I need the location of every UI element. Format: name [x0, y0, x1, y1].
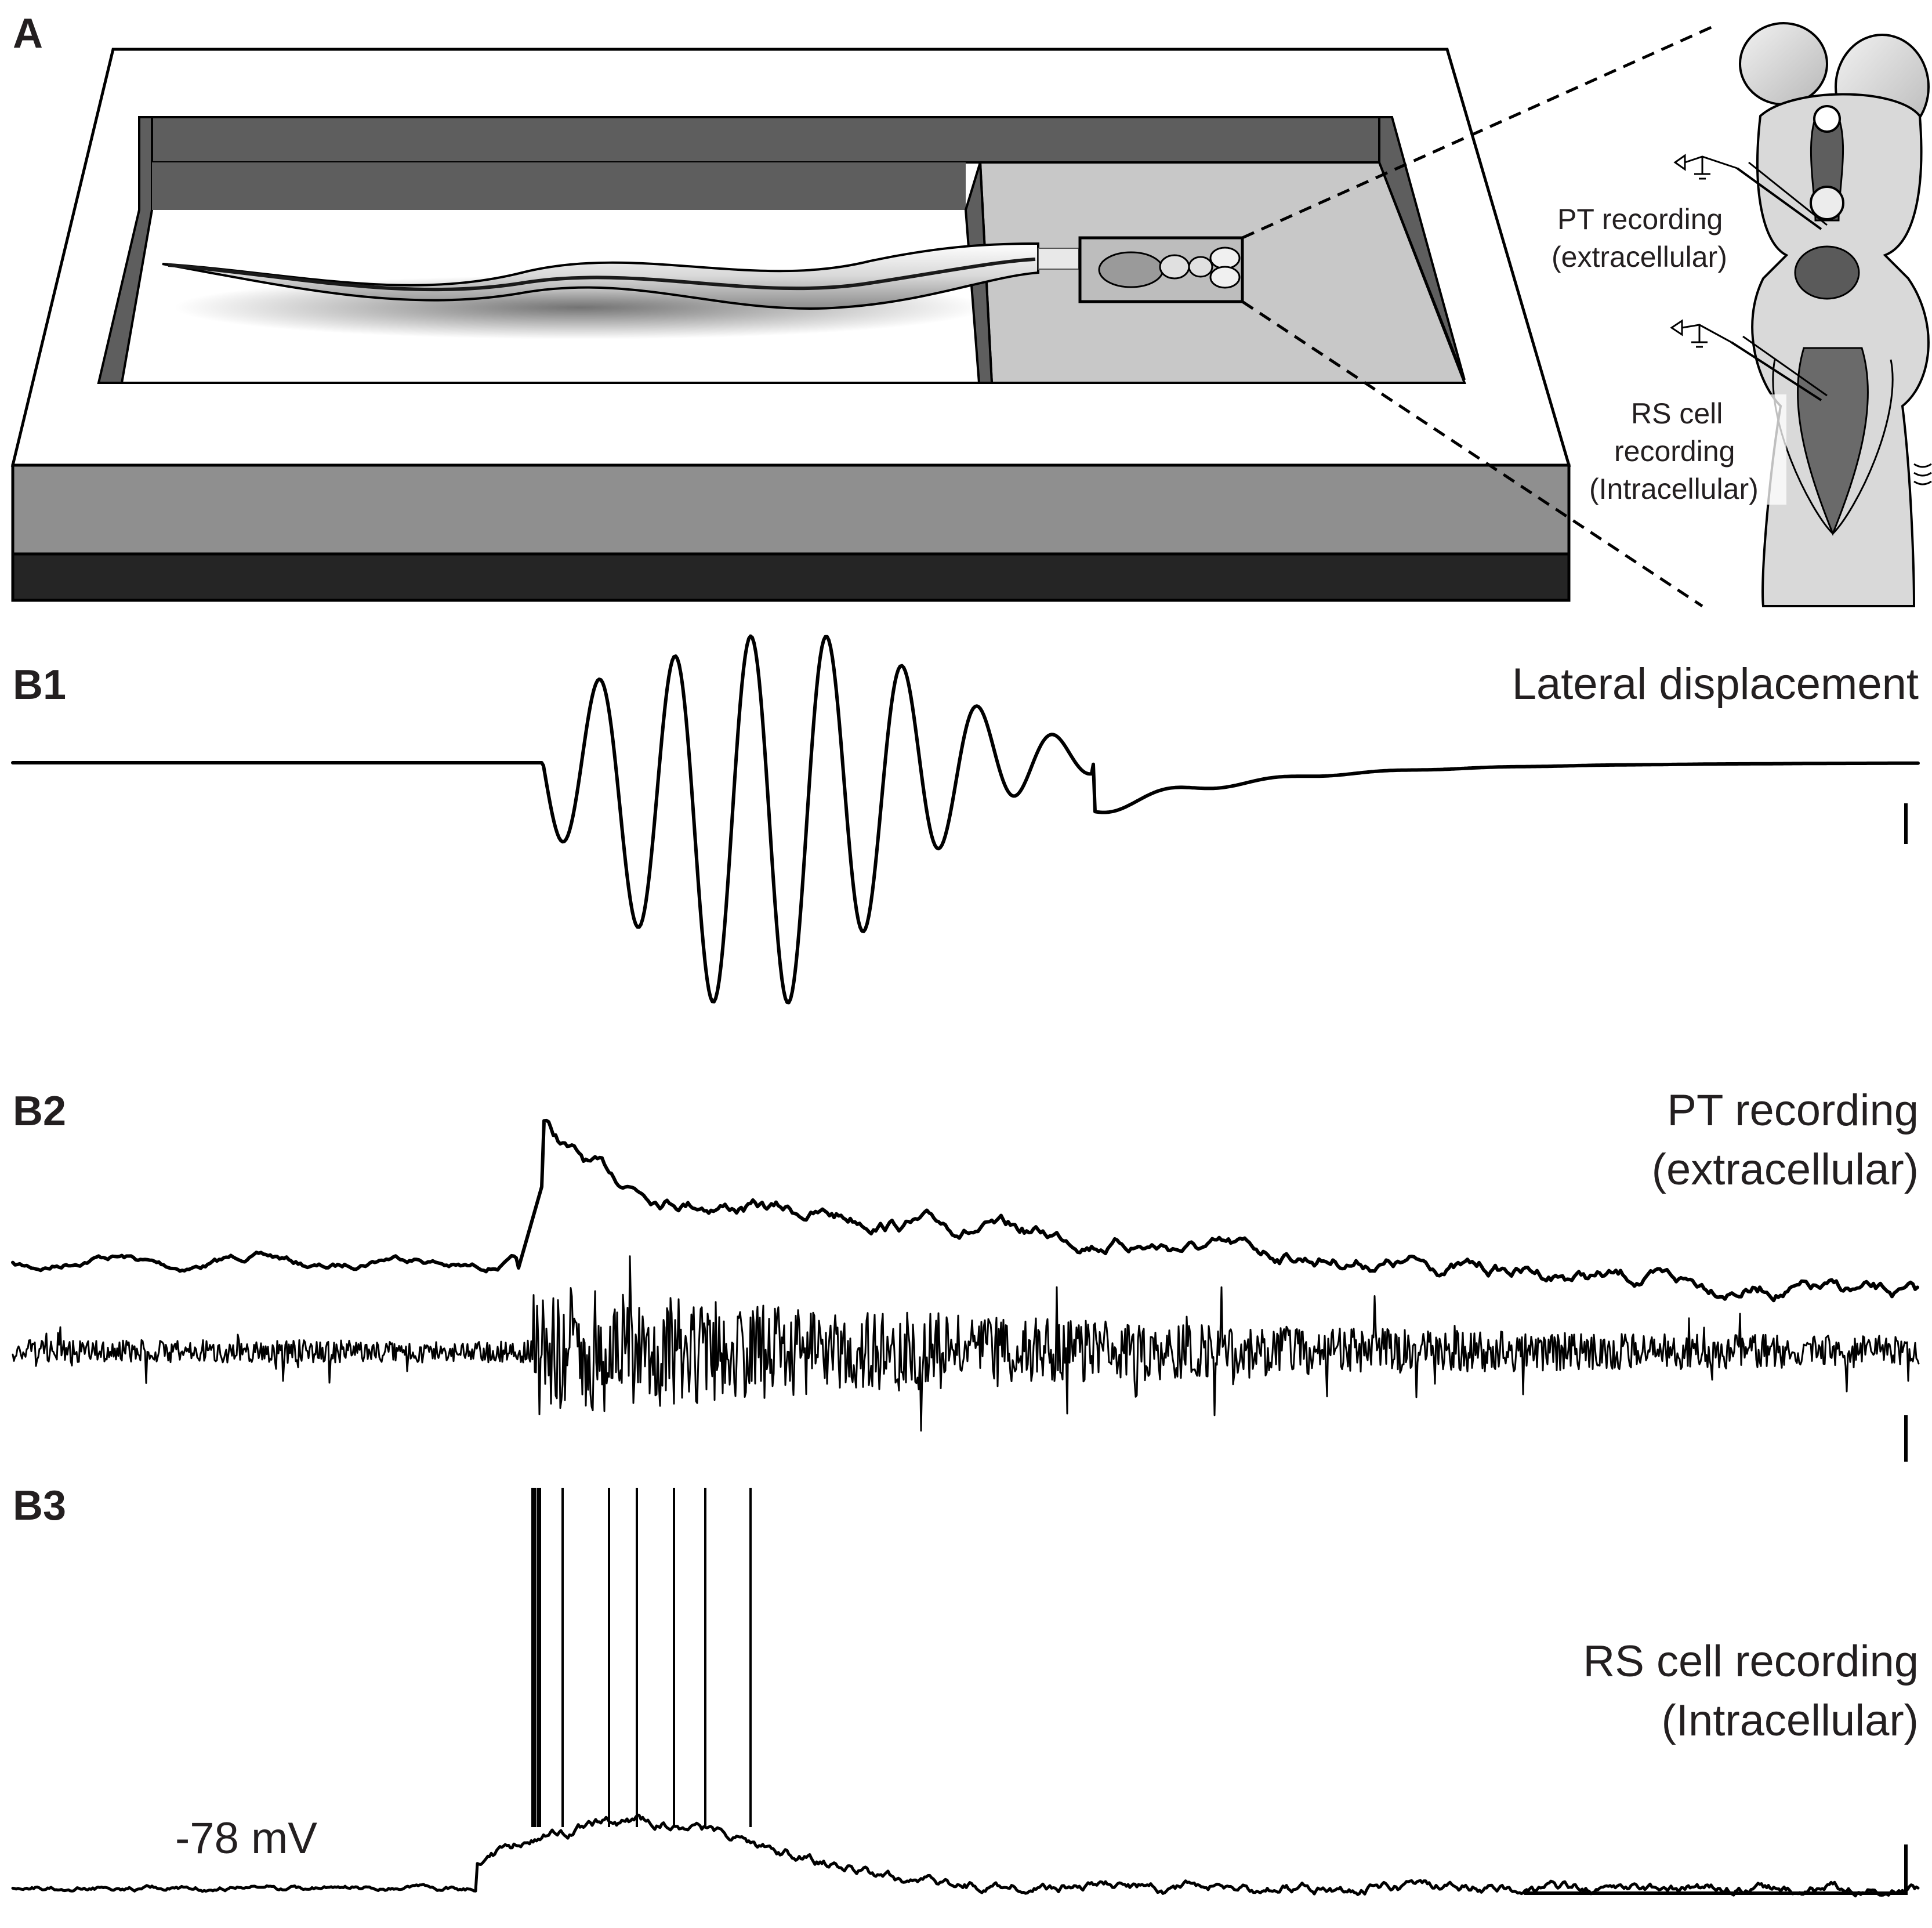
rs-amplifier-icon: [1670, 319, 1683, 336]
pineal-organ: [1813, 105, 1841, 133]
rs-electrode: [1670, 319, 1828, 401]
inset-pt-label-1: PT recording: [1557, 203, 1723, 235]
rs-spikes: [531, 1488, 752, 1827]
pt-amplifier-icon: [1673, 154, 1686, 171]
panel-b3: B3 RS cell recording (Intracellular) -78…: [11, 1483, 1920, 1898]
cranial-nerves: [1913, 463, 1932, 485]
chamber-front-side: [11, 463, 1571, 556]
inset-pt-label-2: (extracellular): [1552, 241, 1727, 273]
inset-rs-label-backdrop: [1612, 394, 1786, 505]
chamber-base: [11, 552, 1571, 602]
rs-electrode-wire: [1681, 324, 1732, 343]
panel-b2: B2 PT recording (extracellular): [11, 1086, 1920, 1462]
recording-chamber: [10, 48, 1571, 602]
tectum-nucleus: [1810, 186, 1844, 220]
pt-ground-icon: [1694, 157, 1710, 180]
brain-inset: PT recording (extracellular) RS cell rec…: [1552, 22, 1932, 607]
spinal-cord: [1038, 248, 1079, 270]
lamprey-notochord: [168, 258, 1036, 292]
zoom-line-bottom: [1241, 300, 1703, 608]
b1-trace-label: Lateral displacement: [1512, 659, 1919, 709]
panel-a: A: [10, 10, 1932, 608]
inset-rs-label-2: recording: [1614, 435, 1735, 467]
b2-trace-label-2: (extracellular): [1652, 1145, 1919, 1194]
pt-electrode-shaft-2: [1748, 161, 1828, 226]
rs-cell-trace: [11, 1813, 1920, 1898]
panel-letter-b2: B2: [13, 1088, 66, 1135]
panel-letter-b3: B3: [13, 1483, 66, 1529]
well-right-wall: [1378, 116, 1466, 380]
inset-rs-label-3: (Intracellular): [1589, 473, 1759, 505]
resting-potential-label: -78 mV: [175, 1814, 317, 1863]
b3-trace-label-1: RS cell recording: [1583, 1637, 1919, 1686]
pt-electrode-wire: [1684, 155, 1738, 169]
lateral-displacement-trace: [11, 634, 1920, 1005]
panel-letter-a: A: [13, 10, 43, 57]
rs-electrode-shaft-2: [1742, 335, 1828, 397]
well-back-wall: [151, 116, 1380, 164]
zoom-line-top: [1241, 24, 1715, 240]
pt-raw-trace: [12, 1255, 1920, 1432]
b2-trace-label-1: PT recording: [1667, 1086, 1919, 1135]
well-back-wall-lower: [152, 162, 966, 210]
panel-b1: B1 Lateral displacement: [11, 634, 1920, 1005]
b3-trace-label-2: (Intracellular): [1662, 1696, 1919, 1745]
mini-brain: [1098, 247, 1241, 289]
rhombencephalon-edges: [1772, 359, 1894, 535]
panel-letter-b1: B1: [13, 662, 66, 708]
pt-integrated-trace: [11, 1118, 1919, 1303]
pt-electrode-shaft: [1736, 167, 1822, 230]
inset-rs-label-1: RS cell: [1631, 397, 1723, 430]
olfactory-bulb-left: [1739, 22, 1828, 106]
pt-electrode: [1673, 154, 1828, 230]
rs-electrode-shaft: [1730, 341, 1822, 401]
rs-ground-icon: [1691, 325, 1708, 348]
midbrain-ventricle: [1794, 245, 1860, 300]
b3-scale-bar: [1524, 1844, 1908, 1895]
